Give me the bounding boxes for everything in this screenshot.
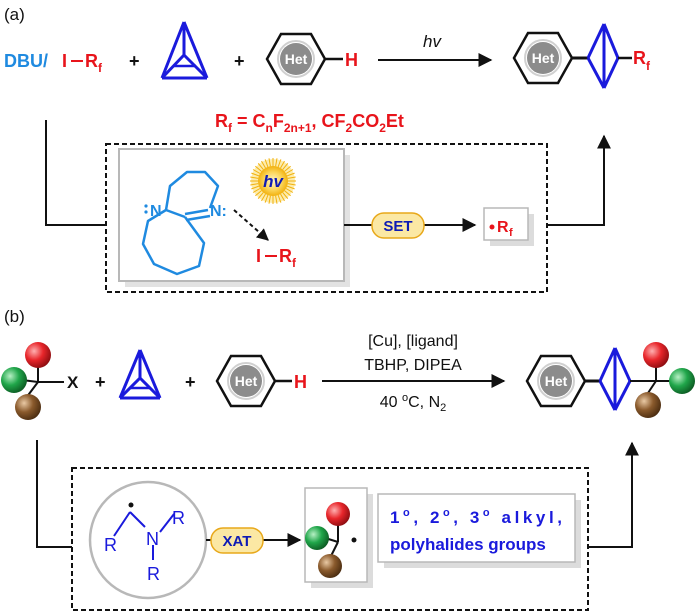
propellane-icon [160, 21, 209, 80]
mech-iodide-sub: f [292, 256, 297, 270]
sun-ray [251, 172, 260, 177]
alkyl-halide [1, 342, 64, 420]
condition-reagents: TBHP, DIPEA [364, 357, 462, 374]
xat-pill [210, 527, 264, 554]
set-pill [371, 212, 425, 239]
sun-ray [285, 188, 294, 193]
sun-ray [261, 160, 266, 169]
mechanism-a-connector-right [547, 134, 611, 226]
mech-iodide-r: R [279, 246, 292, 266]
sun-ray [255, 165, 262, 172]
sun-ray [285, 169, 294, 174]
alkyl-radical [305, 502, 357, 578]
amine-r1: R [104, 535, 117, 555]
sun-ray [280, 160, 285, 169]
xb-arrow [233, 209, 269, 241]
sun-ray [264, 159, 269, 168]
mechanism-b-connector-right [588, 441, 639, 548]
aminoalkyl-radical [113, 511, 175, 560]
product-b-het: Het [545, 373, 568, 389]
amine-r3: R [147, 564, 160, 584]
mechanism-b-connector-left [36, 440, 72, 548]
light-label: hv [263, 172, 284, 191]
sun-ray [250, 176, 259, 179]
heteroarene-b-label: Het [235, 373, 258, 389]
radical-box [483, 207, 529, 241]
sun-ray [282, 163, 289, 170]
alkyl-types-box [377, 493, 576, 563]
sun-ray [277, 194, 282, 203]
sun-ray [257, 192, 264, 199]
dbu-n-left: N [150, 203, 162, 220]
heteroarene-icon [265, 32, 327, 86]
sun-ray [277, 159, 282, 168]
sun-ray [251, 185, 260, 190]
plus-a1: + [129, 51, 140, 71]
reagent-dbu: DBU/ [4, 51, 48, 71]
radical-dot-b [128, 502, 134, 508]
radical-r: R [497, 219, 509, 236]
product-a-sub: f [646, 59, 651, 73]
sun-ray [280, 193, 285, 202]
mechanism-b-box [71, 467, 589, 611]
product-b [525, 342, 695, 418]
rf-definition: Rf = CnF2n+1, CF2CO2Et [215, 111, 404, 135]
heteroarene-label: Het [285, 51, 308, 67]
amine-n: N [146, 529, 159, 549]
sun-ray [275, 158, 278, 167]
heteroarene-h: H [345, 50, 358, 70]
plus-a2: + [234, 51, 245, 71]
sun-ray [282, 192, 289, 199]
plus-b1: + [95, 372, 106, 392]
mech-iodide-i: I [256, 246, 261, 266]
sun-ray [268, 158, 271, 167]
sun-ray [275, 195, 278, 204]
halide-x: X [67, 373, 79, 392]
reagent-iodide-i: I [62, 51, 67, 71]
xat-label: XAT [223, 533, 252, 550]
reagent-iodide-sub: f [98, 61, 103, 75]
product-a-het: Het [532, 50, 555, 66]
sun-ray [286, 172, 295, 177]
mechanism-a-box [105, 143, 548, 293]
condition-hv: hv [423, 32, 442, 51]
sun-ray [250, 183, 259, 186]
propellane-b-icon [118, 349, 162, 400]
sun-ray [255, 190, 262, 197]
sun-ray [252, 188, 261, 193]
sun-ray [284, 190, 291, 197]
sun-ray [287, 176, 296, 179]
dbu-lone-pair [144, 204, 148, 208]
sun-ray [268, 195, 271, 204]
reagent-iodide-r: R [85, 51, 98, 71]
sun-ray [286, 185, 295, 190]
sun-ray [287, 183, 296, 186]
sun-ray [261, 193, 266, 202]
condition-temperature: 40 oC, N2 [380, 392, 447, 414]
sun-ray [257, 163, 264, 170]
product-a-r: R [633, 48, 646, 68]
plus-b2: + [185, 372, 196, 392]
set-label: SET [383, 218, 412, 235]
radical-dot [489, 224, 495, 230]
sun-ray [252, 169, 261, 174]
radical-sub: f [509, 227, 513, 239]
panel-b-label: (b) [4, 307, 25, 326]
sun-ray [284, 165, 291, 172]
mechanism-a-connector-left [45, 120, 106, 226]
alkyl-types-line2: polyhalides groups [390, 535, 546, 554]
heteroarene-b-h: H [294, 372, 307, 392]
sun-ray [264, 194, 269, 203]
dbu-structure [141, 170, 220, 276]
amine-r2: R [172, 508, 185, 528]
product-a [512, 23, 632, 89]
dbu-n-right: N: [210, 203, 227, 220]
light-icon [250, 158, 296, 204]
condition-catalyst: [Cu], [ligand] [368, 333, 458, 350]
panel-a-label: (a) [4, 5, 25, 24]
